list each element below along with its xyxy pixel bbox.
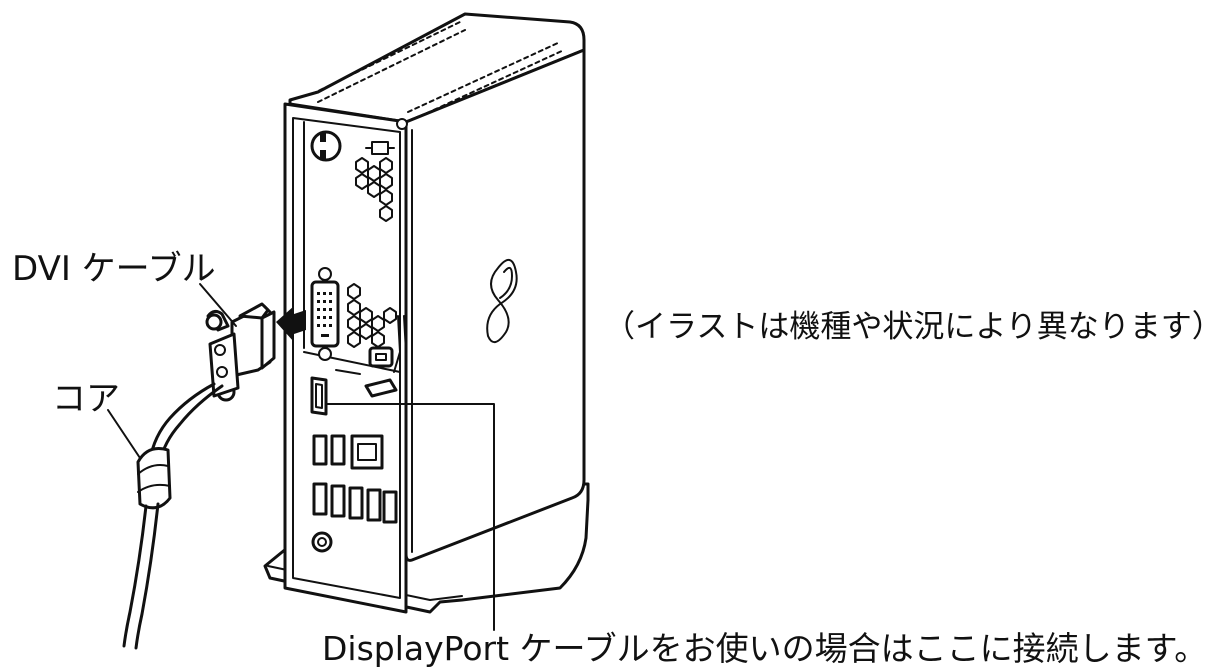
vent-lower	[347, 283, 397, 348]
dvi-port	[310, 267, 340, 361]
illustration-note: （イラストは機種や状況により異なります）	[604, 309, 1221, 345]
displayport-caption: DisplayPort ケーブルをお使いの場合はここに接続します。	[322, 629, 1208, 668]
lock-slot	[335, 315, 407, 398]
core-label: コア	[52, 379, 120, 419]
insert-arrow	[276, 306, 306, 342]
brand-logo	[486, 259, 518, 343]
leader-lines	[107, 283, 495, 631]
cable	[122, 382, 224, 650]
pc-case	[283, 12, 586, 614]
dvi-cable-label: DVI ケーブル	[12, 249, 216, 289]
usb-ports	[311, 434, 398, 553]
vent-upper	[355, 141, 395, 222]
dvi-connector	[205, 302, 276, 402]
power-socket	[310, 118, 408, 162]
displayport-socket	[310, 376, 328, 416]
